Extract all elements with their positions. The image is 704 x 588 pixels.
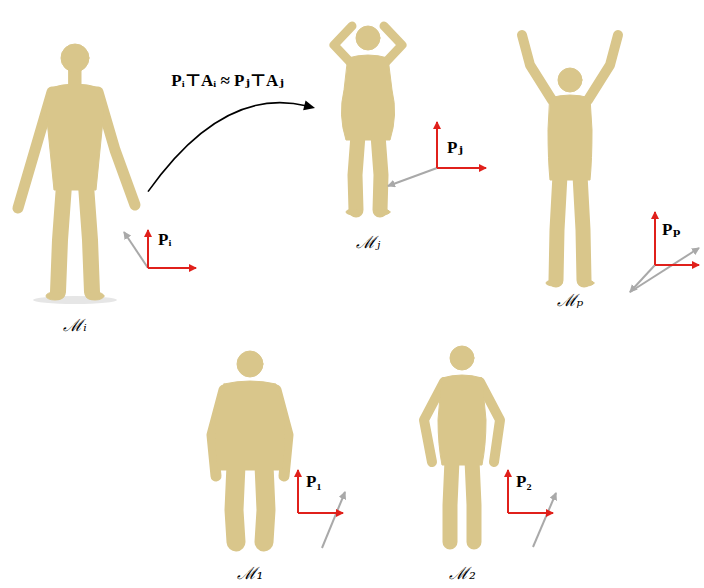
- human-mesh: [86, 292, 104, 300]
- human-mesh: [472, 460, 474, 542]
- coordinate-frame: [147, 230, 149, 268]
- human-mesh: [522, 35, 552, 100]
- human-mesh: [46, 84, 104, 190]
- coordinate-frame: [148, 267, 196, 269]
- correspondence-arrow: [148, 100, 315, 191]
- human-mesh: [215, 381, 285, 470]
- human-mesh: [264, 465, 266, 542]
- mesh-figure: ℳ₁: [192, 340, 308, 583]
- coordinate-frame: [533, 493, 556, 547]
- human-mesh: [86, 185, 92, 292]
- coordinate-frame: [507, 470, 509, 513]
- human-mesh: [578, 280, 594, 286]
- mesh-figure: ℳ₂: [407, 340, 518, 583]
- human-mesh: [346, 209, 362, 215]
- human-mesh: [450, 460, 452, 542]
- human-mesh: [580, 175, 584, 280]
- frame-label: Pₚ: [662, 220, 681, 240]
- mesh-figure: ℳᵢ: [2, 30, 148, 335]
- human-mesh: [548, 95, 592, 180]
- human-mesh: [556, 175, 560, 280]
- human-mesh: [384, 26, 402, 62]
- coordinate-frame: [298, 512, 343, 514]
- human-mesh: [334, 26, 352, 62]
- human-mesh: [378, 135, 381, 210]
- coordinate-frame: [437, 167, 486, 169]
- coordinate-frame: [297, 470, 299, 513]
- human-mesh: [237, 351, 263, 377]
- coordinate-frame: [124, 232, 148, 268]
- human-mesh: [588, 35, 618, 100]
- human-mesh: [33, 296, 117, 304]
- frame-label: P₂: [516, 472, 531, 492]
- mesh-label: ℳ₂: [407, 563, 518, 583]
- human-mesh: [341, 55, 394, 140]
- mesh-figure: ℳₚ: [517, 25, 623, 310]
- human-mesh: [356, 26, 380, 50]
- frame-label: Pᵢ: [158, 230, 171, 250]
- human-mesh: [18, 26, 618, 542]
- human-mesh: [61, 44, 89, 72]
- coordinate-frame: [388, 168, 437, 186]
- human-mesh: [374, 209, 390, 215]
- mesh-label: ℳᵢ: [2, 315, 148, 335]
- mesh-label: ℳₚ: [517, 290, 623, 310]
- edge-label: Pᵢ⊤Aᵢ ≈ Pⱼ⊤Aⱼ: [168, 71, 286, 91]
- frame-label: Pⱼ: [447, 138, 463, 158]
- coordinate-frame: [630, 248, 699, 292]
- coordinate-frame: [630, 265, 655, 292]
- human-mesh: [355, 135, 358, 210]
- mesh-figure: ℳⱼ: [315, 12, 421, 252]
- frame-label: P₁: [306, 472, 321, 492]
- coordinate-frame: [124, 122, 699, 548]
- human-mesh: [46, 292, 64, 300]
- human-mesh: [234, 465, 236, 542]
- coordinate-frame: [508, 512, 553, 514]
- human-mesh: [58, 185, 64, 292]
- mesh-label: ℳⱼ: [315, 232, 421, 252]
- human-mesh: [558, 68, 582, 92]
- human-mesh: [438, 375, 486, 465]
- human-mesh: [546, 280, 562, 286]
- human-mesh: [450, 346, 474, 370]
- coordinate-frame: [655, 264, 699, 266]
- coordinate-frame: [436, 122, 438, 168]
- coordinate-frame: [654, 212, 656, 265]
- coordinate-frame: [322, 492, 345, 548]
- mesh-label: ℳ₁: [192, 563, 308, 583]
